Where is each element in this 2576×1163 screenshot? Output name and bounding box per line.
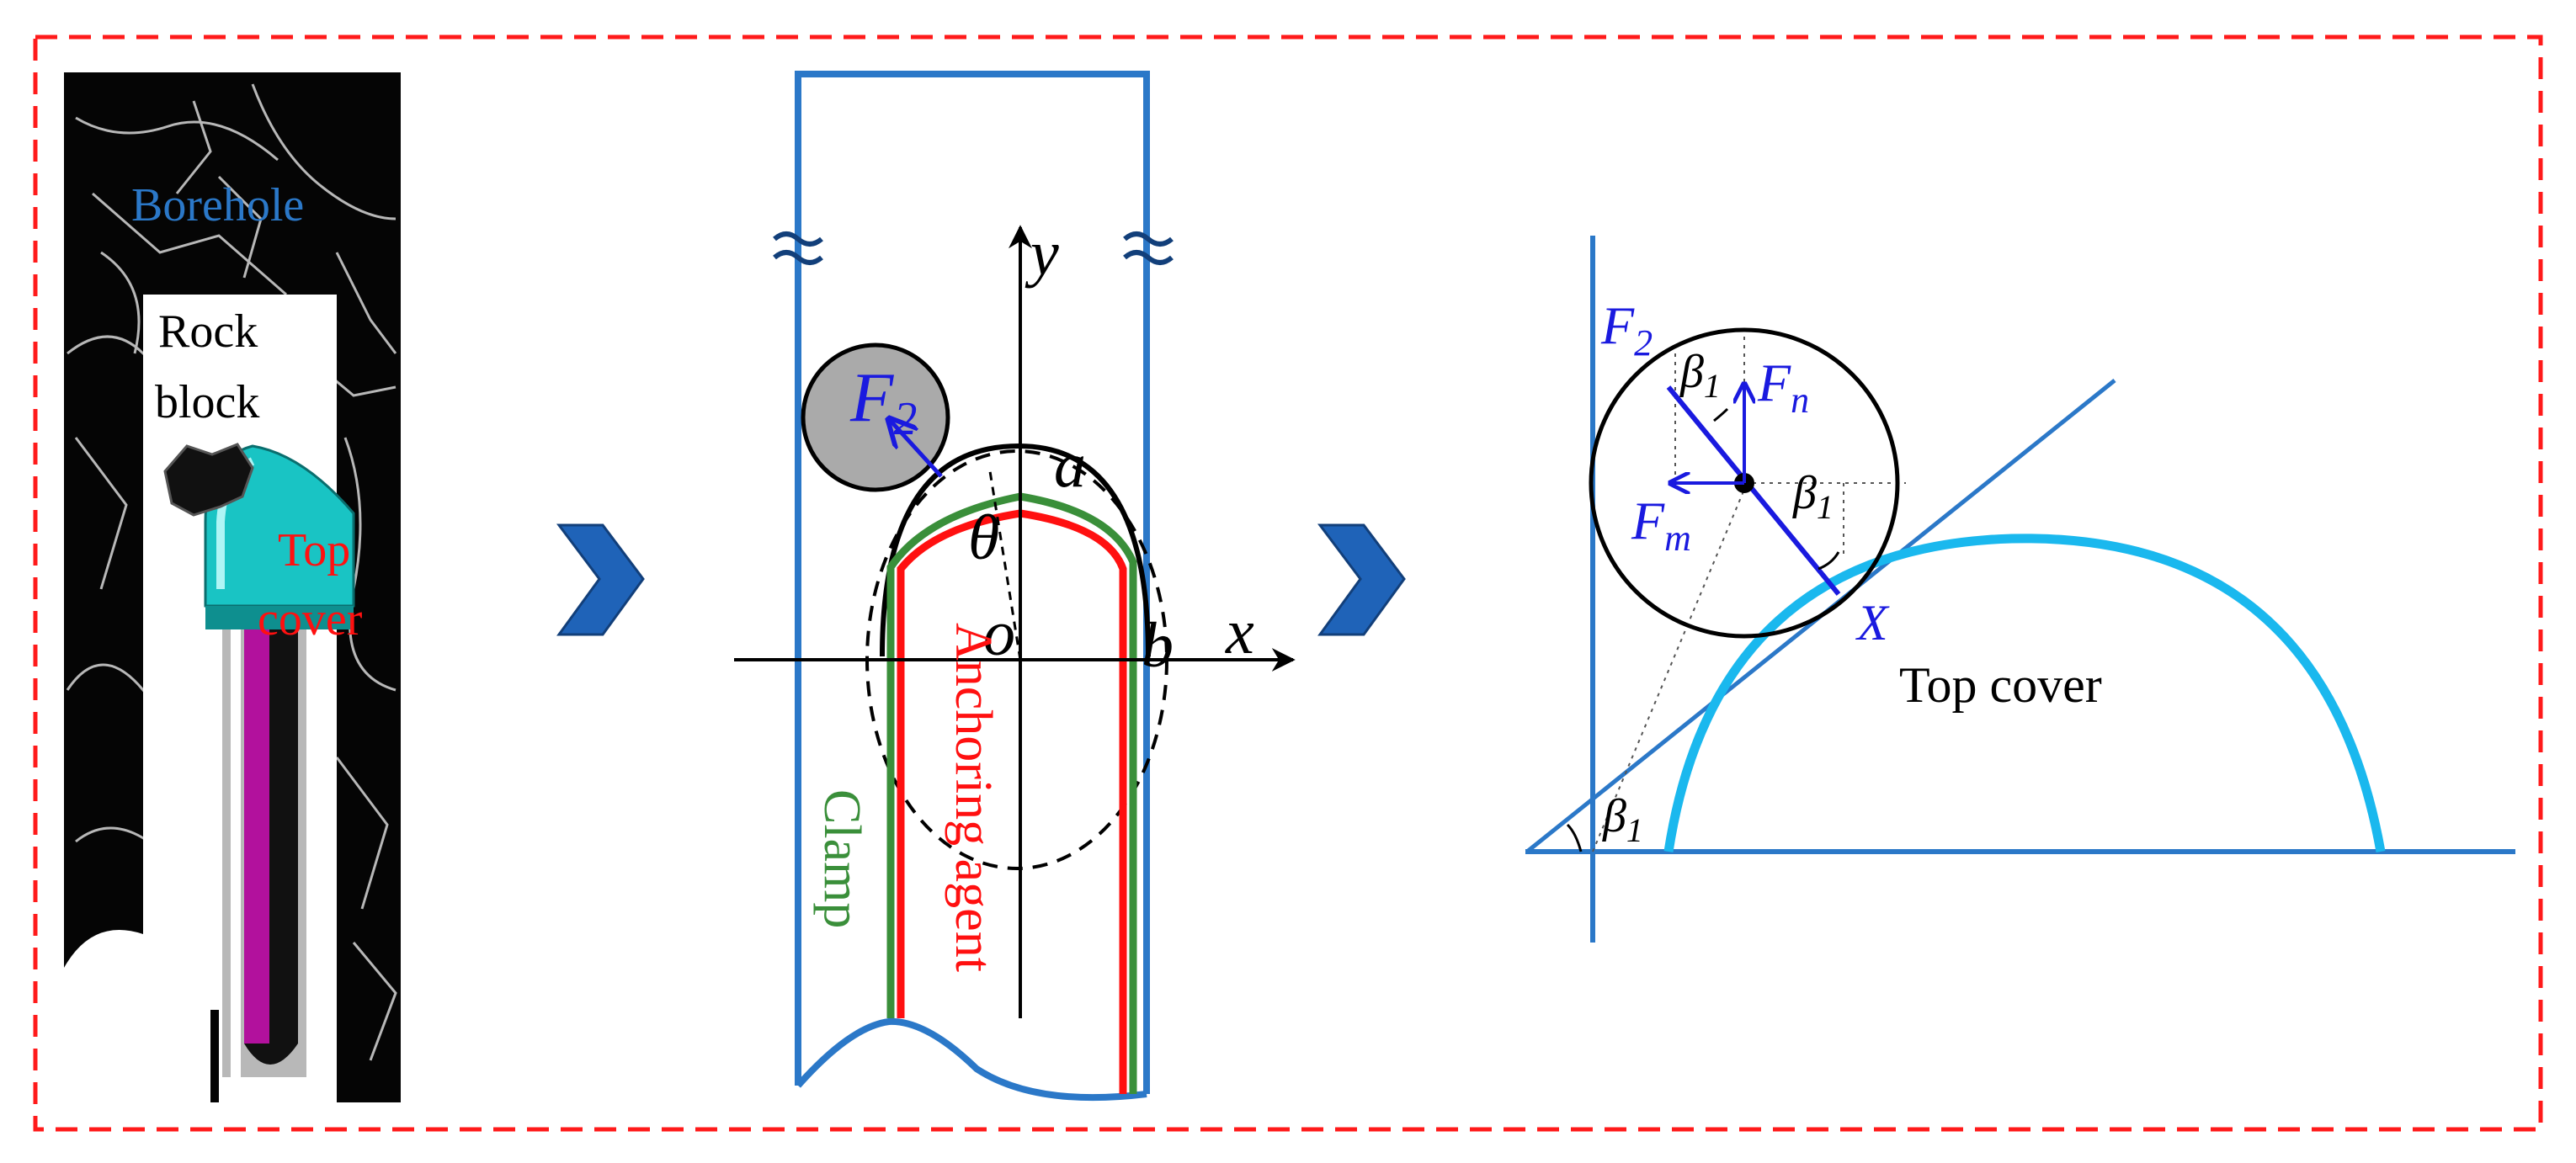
force-f2-label: F2 <box>849 358 917 445</box>
fn-main: F <box>1757 353 1791 412</box>
force-f2-main: F <box>849 358 895 437</box>
f2-sub: 2 <box>1634 322 1653 364</box>
fm-sub: m <box>1664 518 1691 559</box>
origin-label: o <box>983 598 1015 669</box>
axis-y-label: y <box>1025 218 1059 289</box>
angle-arc-right <box>1818 551 1840 571</box>
fn-sub: n <box>1791 380 1809 421</box>
clamp-label: Clamp <box>813 789 870 928</box>
top-cover-curve <box>1663 534 2386 852</box>
axis-x-label: x <box>1225 597 1254 667</box>
break-marks <box>773 231 1174 265</box>
rod-magenta-part <box>244 606 273 1044</box>
panel-cross-section: y x o a b θ F2 Anchoring agent Clamp <box>734 71 1296 1102</box>
beta-bottom-main: β <box>1602 790 1626 842</box>
angle-theta-label: θ <box>968 502 999 573</box>
rod-black-part <box>269 606 298 1044</box>
borehole-wall <box>795 71 1150 1094</box>
top-cover-collar <box>205 606 354 629</box>
rock-block-label-line2: block <box>155 376 259 428</box>
panel-borehole-photo: Borehole Rock block Top cover <box>64 72 401 1102</box>
chevron-arrow-2 <box>1317 523 1406 636</box>
rod-white-strip <box>231 606 241 1077</box>
beta-top-main: β <box>1679 346 1704 398</box>
boulder-circle <box>801 343 950 492</box>
outer-dashed-frame <box>33 35 2543 1132</box>
beta-right-main: β <box>1792 467 1817 519</box>
fm-label: Fm <box>1631 491 1691 559</box>
fm-main: F <box>1631 491 1665 550</box>
beta-bottom-sub: 1 <box>1626 811 1643 849</box>
contact-ball-circle <box>1589 327 1900 639</box>
beta-label-bottom: β1 <box>1602 790 1643 849</box>
rod-bottom-end <box>244 1044 298 1065</box>
chevron-arrow-1 <box>556 523 645 636</box>
beta-right-sub: 1 <box>1817 488 1834 526</box>
rock-fracture-lines <box>66 83 397 1061</box>
rock-block <box>163 443 254 517</box>
beta-label-top: β1 <box>1679 346 1721 405</box>
angle-arc-top <box>1713 407 1729 422</box>
force-f2-sub: 2 <box>893 393 917 445</box>
borehole-label: Borehole <box>131 179 304 231</box>
top-cover-label-line2: cover <box>258 593 363 645</box>
contact-point-x-label: X <box>1855 595 1890 651</box>
point-a-label: a <box>1054 430 1086 501</box>
borehole-bottom-curve <box>796 1017 1147 1102</box>
theta-radius <box>988 470 1022 661</box>
panel-force-analysis: F2 Fn Fm β1 β1 β1 X Top cover <box>1525 236 2515 943</box>
top-cover-curve-label: Top cover <box>1899 657 2102 713</box>
anchoring-agent-label: Anchoring agent <box>945 623 1002 972</box>
f2-label: F2 <box>1600 295 1653 364</box>
angle-arc-bottom <box>1566 823 1583 852</box>
f2-main: F <box>1600 295 1635 355</box>
rock-block-label-line1: Rock <box>158 305 258 358</box>
point-b-label: b <box>1142 610 1174 681</box>
normal-direction-line <box>1666 385 1841 596</box>
beta-top-sub: 1 <box>1704 367 1721 405</box>
clamp-profile <box>886 492 1137 1094</box>
beta-label-right: β1 <box>1792 467 1834 526</box>
force-f2-arrow <box>889 419 943 478</box>
top-cover-label-line1: Top <box>278 524 350 576</box>
fn-label: Fn <box>1757 353 1809 421</box>
